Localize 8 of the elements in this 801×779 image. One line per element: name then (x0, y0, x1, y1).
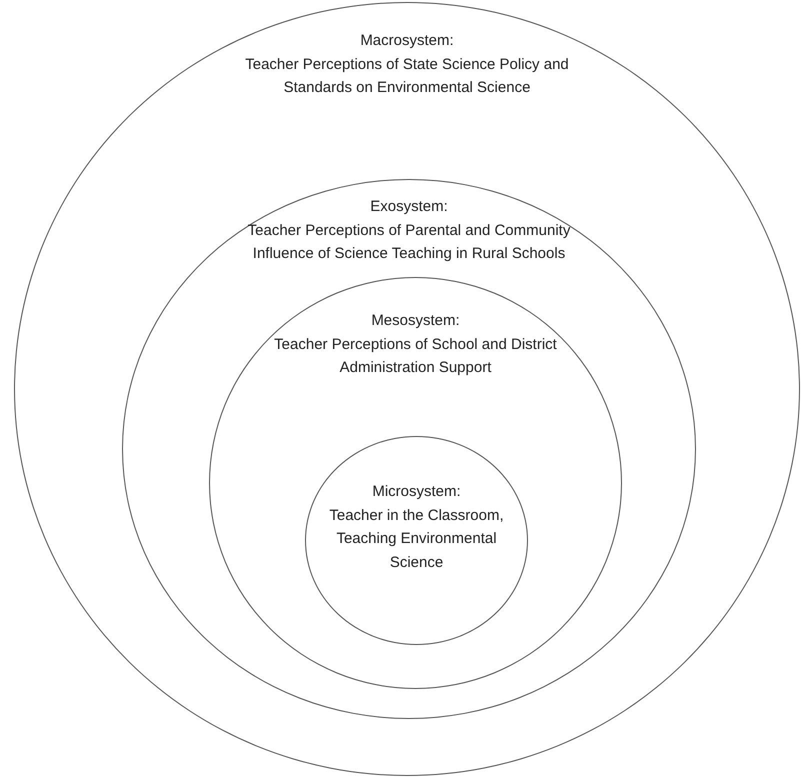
level-description: Teacher Perceptions of School and District Administration Support (273, 334, 558, 378)
level-heading: Microsystem: (371, 482, 462, 502)
level-description: Teacher Perceptions of State Science Policy and Standards on Environmental Science (244, 54, 570, 98)
level-heading: Mesosystem: (370, 311, 461, 331)
level-description: Teacher Perceptions of Parental and Community Influence of Science Teaching in Rural Schools (246, 220, 572, 264)
level-description: Teacher in the Classroom, Teaching Environmental Science (328, 506, 505, 572)
level-heading: Exosystem: (369, 197, 449, 217)
level-heading: Macrosystem: (359, 31, 455, 51)
